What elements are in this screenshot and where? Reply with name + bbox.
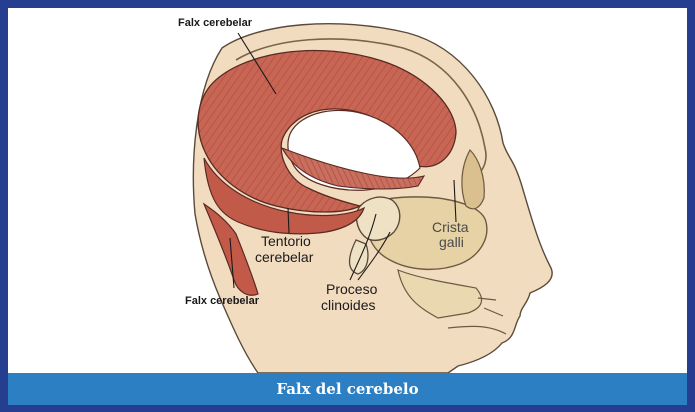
label-falx-top: Falx cerebelar — [178, 17, 253, 29]
label-proceso-2: clinoides — [321, 297, 375, 313]
label-crista-1: Crista — [432, 219, 469, 235]
label-falx-bottom: Falx cerebelar — [185, 295, 260, 307]
caption-bar: Falx del cerebelo — [8, 373, 687, 405]
label-tentorio-2: cerebelar — [255, 249, 314, 265]
label-tentorio-1: Tentorio — [261, 233, 311, 249]
caption-text: Falx del cerebelo — [276, 380, 418, 398]
label-crista-2: galli — [439, 234, 464, 250]
anatomy-illustration: Falx cerebelar Falx cerebelar Tentorio c… — [8, 8, 687, 373]
figure-panel: Falx cerebelar Falx cerebelar Tentorio c… — [8, 8, 687, 373]
label-proceso-1: Proceso — [326, 281, 378, 297]
